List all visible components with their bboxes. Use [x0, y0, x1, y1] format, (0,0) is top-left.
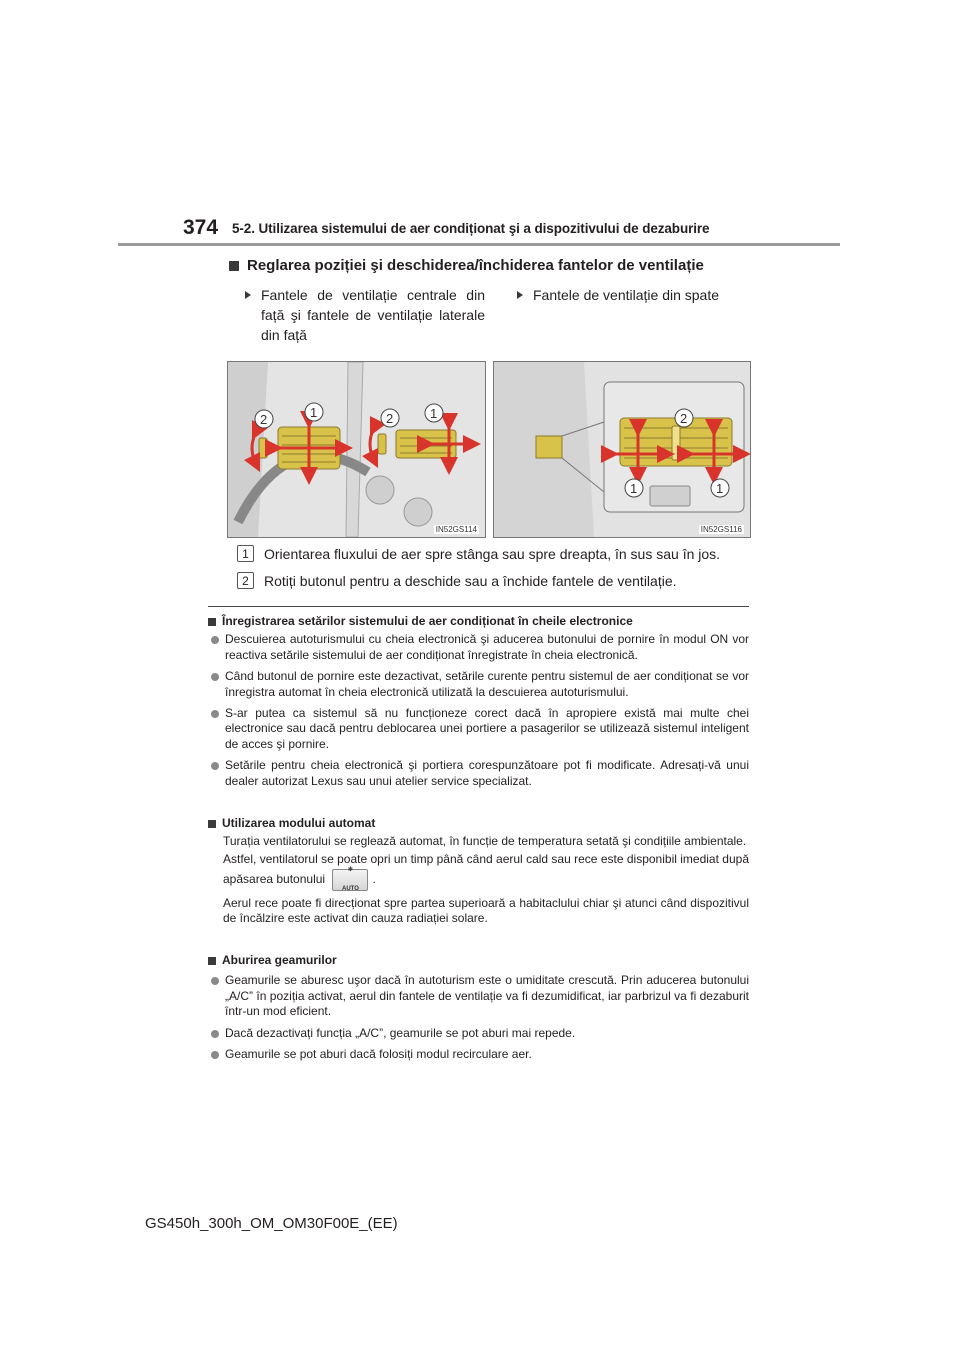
svg-text:1: 1	[310, 405, 317, 420]
bullet-dot-icon	[211, 1029, 219, 1038]
figure-front-vents: 2 1 2 1 IN52GS114	[227, 361, 486, 538]
legend-text: Rotiți butonul pentru a deschide sau a î…	[264, 572, 677, 589]
section-divider	[208, 606, 749, 607]
list-item-text: Geamurile se aburesc uşor dacă în autotu…	[225, 973, 749, 1019]
figure-code: IN52GS114	[433, 525, 479, 534]
subheading-front-vents-text: Fantele de ventilație centrale din față …	[261, 287, 485, 343]
list-item-text: Setările pentru cheia electronică şi por…	[225, 758, 749, 788]
svg-text:2: 2	[260, 412, 267, 427]
square-bullet-icon	[229, 260, 239, 271]
chapter-title: 5-2. Utilizarea sistemului de aer condiț…	[232, 221, 710, 236]
subheading-rear-vents-text: Fantele de ventilație din spate	[533, 287, 720, 303]
list-item: Setările pentru cheia electronică şi por…	[208, 758, 749, 789]
legend-item: 1 Orientarea fluxului de aer spre stânga…	[237, 545, 720, 562]
square-bullet-icon	[208, 819, 216, 828]
note-heading-text: Aburirea geamurilor	[222, 953, 337, 967]
note-auto-mode: Utilizarea modului automat Turația venti…	[208, 816, 749, 927]
square-bullet-icon	[208, 956, 216, 965]
list-item: Dacă dezactivați funcția „A/C”, geamuril…	[208, 1026, 749, 1041]
paragraph: Turația ventilatorului se reglează autom…	[223, 834, 747, 849]
subheading-rear-vents: Fantele de ventilație din spate	[517, 285, 757, 305]
note-heading: Utilizarea modului automat	[208, 816, 749, 831]
rear-vents-illustration: 2 1 1	[494, 362, 750, 537]
page-number: 374	[183, 216, 219, 239]
list-item-text: Când butonul de pornire este dezactivat,…	[225, 669, 749, 699]
note-heading: Înregistrarea setărilor sistemului de ae…	[208, 614, 749, 629]
legend-text: Orientarea fluxului de aer spre stânga s…	[264, 545, 721, 562]
square-bullet-icon	[208, 617, 216, 626]
auto-button-icon: ✻ AUTO	[332, 867, 369, 892]
svg-text:2: 2	[680, 411, 687, 426]
bullet-dot-icon	[211, 762, 219, 771]
paragraph-text: Astfel, ventilatorul se poate opri un ti…	[223, 851, 749, 886]
svg-text:2: 2	[386, 411, 393, 426]
note-heading-text: Înregistrarea setărilor sistemului de ae…	[222, 614, 633, 628]
figure-code: IN52GS116	[698, 525, 744, 534]
list-item: Geamurile se aburesc uşor dacă în autotu…	[208, 973, 749, 1019]
bullet-dot-icon	[211, 636, 219, 645]
document-code: GS450h_300h_OM_OM30F00E_(EE)	[145, 1215, 398, 1232]
callout-number: 1	[237, 545, 254, 562]
bullet-dot-icon	[211, 710, 219, 719]
paragraph: Aerul rece poate fi direcționat spre par…	[223, 895, 749, 926]
list-item: Descuierea autoturismului cu cheia elect…	[208, 632, 749, 663]
figure-rear-vents: 2 1 1 IN52GS116	[493, 361, 751, 538]
fan-icon: ✻	[347, 866, 353, 873]
section-heading: Reglarea poziției şi deschiderea/închide…	[229, 257, 704, 274]
triangle-bullet-icon	[245, 291, 251, 299]
svg-text:1: 1	[630, 481, 637, 496]
list-item: Geamurile se pot aburi dacă folosiți mod…	[208, 1047, 749, 1062]
svg-text:1: 1	[430, 406, 437, 421]
bullet-dot-icon	[211, 1051, 219, 1060]
list-item-text: Descuierea autoturismului cu cheia elect…	[225, 632, 749, 662]
list-item-text: S-ar putea ca sistemul să nu funcționeze…	[225, 706, 749, 751]
list-item: S-ar putea ca sistemul să nu funcționeze…	[208, 706, 749, 752]
auto-button-label: AUTO	[341, 885, 359, 892]
bullet-dot-icon	[211, 977, 219, 986]
header-divider	[118, 243, 840, 246]
list-item-text: Geamurile se pot aburi dacă folosiți mod…	[225, 1047, 532, 1062]
paragraph-text: .	[372, 871, 376, 886]
triangle-bullet-icon	[517, 291, 523, 299]
note-electronic-keys: Înregistrarea setărilor sistemului de ae…	[208, 614, 749, 789]
callout-number: 2	[237, 572, 254, 589]
list-item-text: Dacă dezactivați funcția „A/C”, geamuril…	[225, 1025, 576, 1040]
svg-text:1: 1	[716, 481, 723, 496]
note-heading: Aburirea geamurilor	[208, 953, 749, 968]
section-heading-text: Reglarea poziției şi deschiderea/închide…	[247, 257, 704, 274]
subheading-front-vents: Fantele de ventilație centrale din față …	[245, 285, 485, 345]
note-window-fogging: Aburirea geamurilor Geamurile se aburesc…	[208, 953, 749, 1062]
paragraph: Astfel, ventilatorul se poate opri un ti…	[208, 850, 749, 892]
note-heading-text: Utilizarea modului automat	[222, 816, 376, 830]
list-item: Când butonul de pornire este dezactivat,…	[208, 669, 749, 700]
front-vents-illustration: 2 1 2 1	[228, 362, 485, 537]
bullet-dot-icon	[211, 673, 219, 682]
legend-item: 2 Rotiți butonul pentru a deschide sau a…	[237, 572, 677, 589]
